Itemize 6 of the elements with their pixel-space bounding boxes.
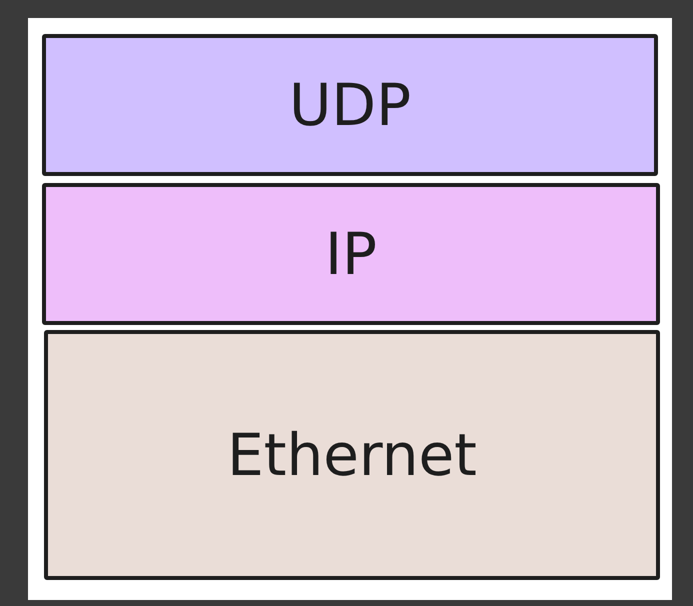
layer-box xyxy=(42,34,658,176)
layer-label: IP xyxy=(324,220,378,288)
layer-box xyxy=(44,330,660,580)
layer-box xyxy=(42,183,660,325)
layer-label: Ethernet xyxy=(227,421,477,489)
layer-label: UDP xyxy=(288,71,412,139)
